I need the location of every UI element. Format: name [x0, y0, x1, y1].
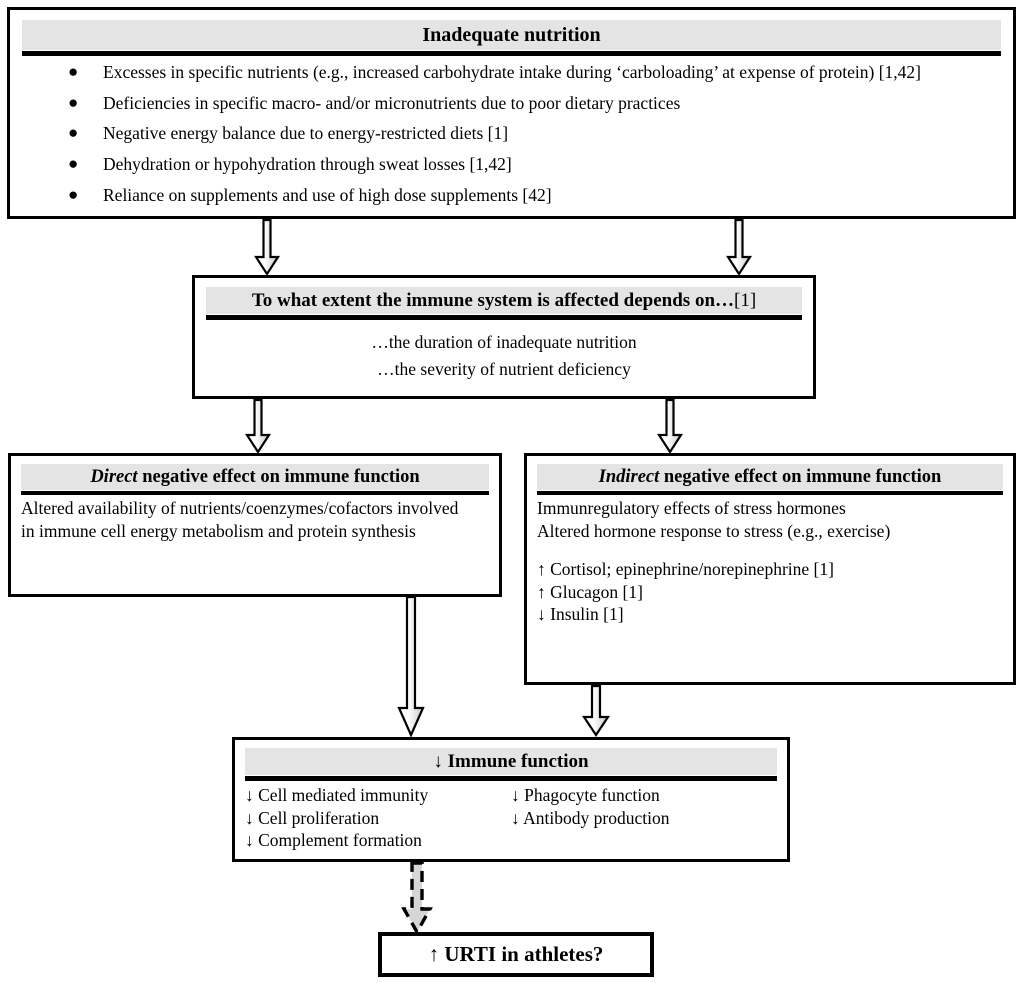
depends-line: …the duration of inadequate nutrition [371, 331, 637, 352]
arrow-immune-to-urti-dashed [400, 861, 434, 941]
arrow-direct-to-immune [396, 596, 426, 738]
header-main-text: To what extent the immune system is affe… [251, 290, 735, 311]
direct-body: Altered availability of nutrients/coenzy… [21, 497, 489, 543]
header-rule [21, 491, 489, 496]
list-item: ● Dehydration or hypohydration through s… [10, 154, 1013, 174]
bullet-icon: ● [68, 153, 79, 173]
depends-on-lines: …the duration of inadequate nutrition …t… [195, 329, 813, 383]
immune-column-right: ↓ Phagocyte function ↓ Antibody producti… [511, 784, 777, 852]
header-reference: [1] [734, 290, 757, 311]
nutrition-bullet-list: ● Excesses in specific nutrients (e.g., … [10, 62, 1013, 205]
arrow-depends-to-indirect [656, 399, 684, 455]
direct-line: Altered availability of nutrients/coenzy… [21, 498, 459, 519]
box-depends-on-header: To what extent the immune system is affe… [206, 287, 802, 314]
indirect-line: Immunregulatory effects of stress hormon… [537, 498, 846, 519]
depends-line: …the severity of nutrient deficiency [377, 358, 631, 379]
header-rule [206, 314, 802, 320]
arrow-nutrition-to-depends-right [725, 219, 753, 277]
indirect-line: Altered hormone response to stress (e.g.… [537, 521, 891, 542]
header-emphasis: Direct [90, 467, 138, 487]
immune-item: ↓ Cell mediated immunity [245, 784, 429, 805]
bullet-icon: ● [68, 92, 79, 112]
box-immune-function-header: ↓ Immune function [245, 748, 777, 775]
immune-function-columns: ↓ Cell mediated immunity ↓ Cell prolifer… [245, 784, 777, 852]
box-indirect-negative-effect: Indirect negative effect on immune funct… [524, 453, 1016, 685]
list-item-text: Reliance on supplements and use of high … [103, 184, 552, 205]
immune-item: ↓ Antibody production [511, 807, 670, 828]
box-depends-on: To what extent the immune system is affe… [192, 275, 816, 399]
box-direct-header: Direct negative effect on immune functio… [21, 464, 489, 491]
header-rule [537, 491, 1003, 496]
header-emphasis: Indirect [598, 467, 660, 487]
bullet-icon: ● [68, 62, 79, 81]
direct-line: in immune cell energy metabolism and pro… [21, 521, 416, 542]
arrow-depends-to-direct [244, 399, 272, 455]
box-inadequate-nutrition: Inadequate nutrition ● Excesses in speci… [7, 7, 1016, 219]
arrow-nutrition-to-depends-left [253, 219, 281, 277]
list-item-text: Excesses in specific nutrients (e.g., in… [103, 62, 921, 82]
header-rule [245, 775, 777, 781]
immune-item: ↓ Phagocyte function [511, 784, 660, 805]
list-item-text: Deficiencies in specific macro- and/or m… [103, 92, 681, 113]
hormone-line: ↑ Glucagon [1] [537, 581, 643, 602]
hormone-line: ↑ Cortisol; epinephrine/norepinephrine [… [537, 558, 834, 579]
spacer [537, 543, 1003, 558]
indirect-body: Immunregulatory effects of stress hormon… [537, 497, 1003, 626]
bullet-icon: ● [68, 123, 79, 143]
box-urti-in-athletes: ↑ URTI in athletes? [378, 932, 654, 977]
header-rest: negative effect on immune function [659, 467, 942, 487]
box-inadequate-nutrition-header: Inadequate nutrition [22, 20, 1001, 50]
immune-column-left: ↓ Cell mediated immunity ↓ Cell prolifer… [245, 784, 511, 852]
hormone-line: ↓ Insulin [1] [537, 604, 624, 625]
list-item: ● Negative energy balance due to energy-… [10, 123, 1013, 143]
list-item: ● Reliance on supplements and use of hig… [10, 185, 1013, 205]
arrow-indirect-to-immune [581, 685, 611, 738]
immune-item: ↓ Complement formation [245, 830, 422, 851]
box-direct-negative-effect: Direct negative effect on immune functio… [8, 453, 502, 597]
box-indirect-header: Indirect negative effect on immune funct… [537, 464, 1003, 491]
box-urti-label: ↑ URTI in athletes? [428, 942, 604, 966]
list-item-text: Dehydration or hypohydration through swe… [103, 153, 512, 174]
immune-item: ↓ Cell proliferation [245, 807, 380, 828]
list-item: ● Deficiencies in specific macro- and/or… [10, 93, 1013, 113]
header-rule [22, 51, 1001, 56]
header-rest: negative effect on immune function [137, 467, 420, 487]
box-immune-function: ↓ Immune function ↓ Cell mediated immuni… [232, 737, 790, 862]
list-item: ● Excesses in specific nutrients (e.g., … [10, 62, 1013, 82]
list-item-text: Negative energy balance due to energy-re… [103, 123, 509, 144]
bullet-icon: ● [68, 184, 79, 204]
